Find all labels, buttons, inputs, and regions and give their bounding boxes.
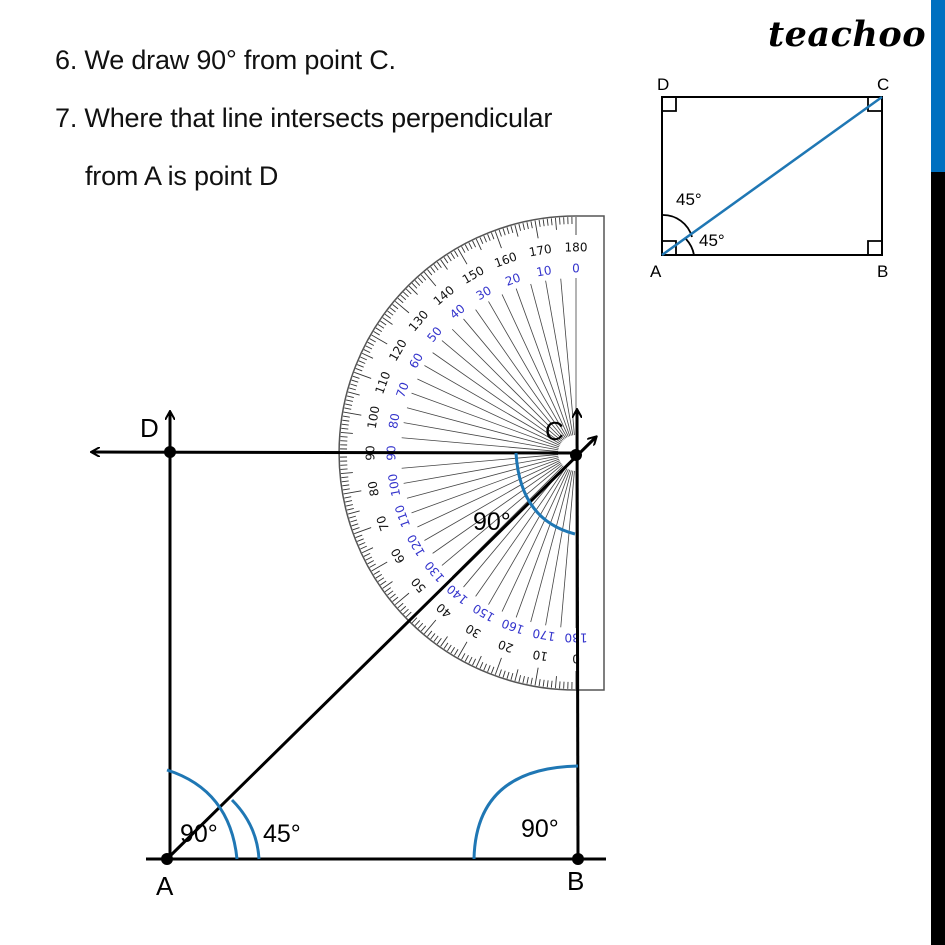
sidebar-accent-black xyxy=(931,172,945,945)
svg-text:100: 100 xyxy=(365,405,383,430)
point-A-label: A xyxy=(156,871,174,901)
reference-arc-lower xyxy=(685,238,695,256)
sidebar-accent-blue xyxy=(931,0,945,172)
right-angle-marker-C xyxy=(867,97,882,112)
arc-A-45 xyxy=(230,798,261,860)
point-C-label: C xyxy=(545,416,564,446)
angle-A-90-label: 90° xyxy=(180,820,218,848)
reference-rectangle xyxy=(661,96,883,256)
svg-text:0: 0 xyxy=(572,262,580,276)
arc-B-90 xyxy=(472,764,579,860)
reference-angle-lower-label: 45° xyxy=(699,231,725,250)
reference-angle-upper-label: 45° xyxy=(676,190,702,209)
right-angle-marker-A xyxy=(662,240,677,255)
angle-A-45-label: 45° xyxy=(263,820,301,848)
svg-text:0: 0 xyxy=(572,652,580,666)
svg-text:60: 60 xyxy=(406,351,426,371)
point-A xyxy=(161,853,173,865)
svg-text:170: 170 xyxy=(528,242,553,260)
arc-C-90 xyxy=(514,452,576,536)
point-C xyxy=(570,449,582,461)
reference-point-B-label: B xyxy=(877,262,888,281)
svg-text:70: 70 xyxy=(393,380,411,399)
svg-text:170: 170 xyxy=(531,626,556,644)
svg-text:80: 80 xyxy=(365,480,381,497)
teachoo-logo: teachoo xyxy=(768,14,927,55)
point-B-label: B xyxy=(567,866,584,896)
svg-text:20: 20 xyxy=(496,637,515,655)
protractor-ticks xyxy=(340,217,577,689)
svg-text:20: 20 xyxy=(503,270,522,288)
reference-point-D-label: D xyxy=(657,75,669,94)
svg-text:180: 180 xyxy=(565,241,588,255)
svg-text:180: 180 xyxy=(565,631,588,645)
step-7-text: 7. Where that line intersects perpendicu… xyxy=(55,103,553,133)
point-B xyxy=(572,853,584,865)
diagonal-AC xyxy=(165,437,596,861)
svg-text:10: 10 xyxy=(532,647,549,663)
svg-text:60: 60 xyxy=(388,546,408,566)
svg-text:30: 30 xyxy=(463,621,483,641)
svg-text:30: 30 xyxy=(474,283,494,303)
main-construction: A B C D 90° 45° 90° 90° xyxy=(92,410,606,901)
perpendicular-from-B xyxy=(577,410,578,860)
arc-A-90 xyxy=(166,768,239,860)
reference-rectangle-diagram: 45° 45° D C A B xyxy=(650,75,889,281)
svg-text:70: 70 xyxy=(374,514,392,533)
svg-text:10: 10 xyxy=(535,263,552,279)
reference-point-A-label: A xyxy=(650,262,662,281)
angle-C-90-label: 90° xyxy=(473,508,511,536)
right-angle-marker-B xyxy=(867,240,882,255)
right-angle-marker-D xyxy=(662,97,677,112)
reference-diagonal-AC xyxy=(661,95,883,257)
step-7-continuation-text: from A is point D xyxy=(85,161,279,191)
reference-arc-upper xyxy=(661,214,693,238)
point-D-label: D xyxy=(140,413,159,443)
reference-point-C-label: C xyxy=(877,75,889,94)
svg-text:100: 100 xyxy=(385,473,403,498)
angle-B-90-label: 90° xyxy=(521,815,559,843)
point-D xyxy=(164,446,176,458)
step-6-text: 6. We draw 90° from point C. xyxy=(55,45,396,75)
svg-text:80: 80 xyxy=(386,412,402,429)
